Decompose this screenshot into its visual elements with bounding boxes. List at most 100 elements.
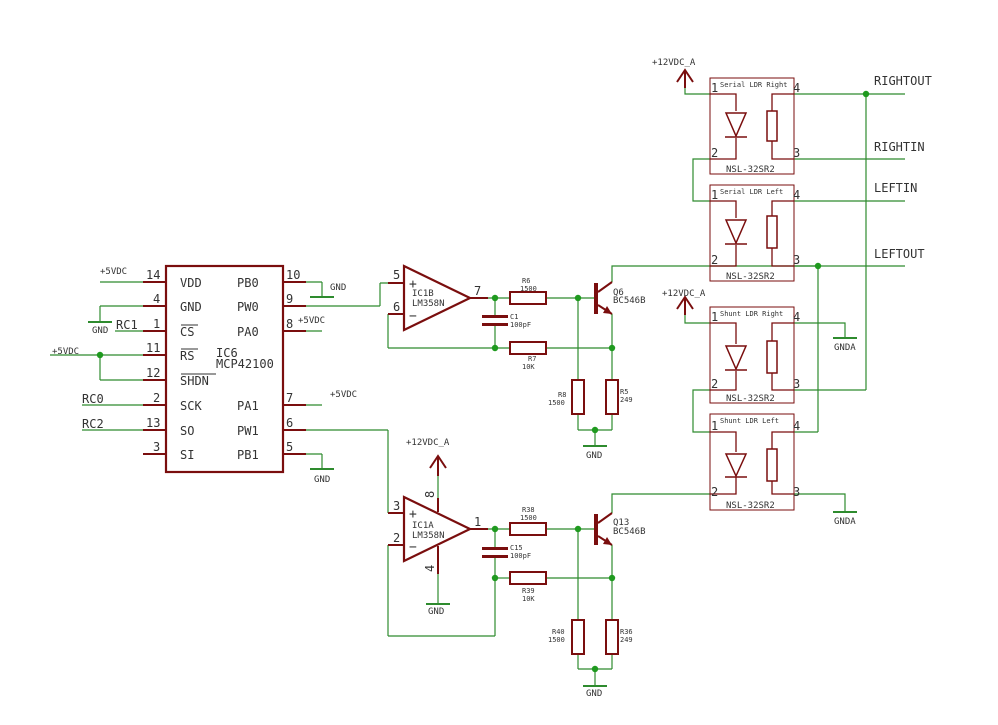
r5-ref: R5 xyxy=(620,388,628,396)
ic6-net-labels: +5VDC GND RC1 +5VDC RC0 RC2 GND +5VDC +5… xyxy=(52,267,357,485)
ic6-mcp42100: 14 4 1 11 12 2 13 3 VDD GND CS RS SHDN S… xyxy=(143,264,306,474)
c1-ref: C1 xyxy=(510,313,518,321)
ic6-pin-num: 14 xyxy=(146,268,160,282)
net-label: +12VDC_A xyxy=(662,289,706,299)
svg-text:1: 1 xyxy=(711,81,718,95)
ldr-module-serial-right: Serial LDR Right NSL-32SR2 xyxy=(709,77,795,175)
net-label-leftin: LEFTIN xyxy=(874,181,917,195)
svg-text:+: + xyxy=(409,277,417,292)
ic6-pin-name: PW0 xyxy=(237,300,259,314)
net-label: RC1 xyxy=(116,318,138,332)
q6-part: BC546B xyxy=(613,296,646,306)
svg-text:1: 1 xyxy=(711,310,718,324)
net-label: GND xyxy=(428,607,444,617)
ldr-part: NSL-32SR2 xyxy=(726,501,775,511)
pin-num: 3 xyxy=(393,499,400,513)
ldr-pin-numbers: 1 4 2 3 1 4 2 3 1 4 2 3 1 4 2 3 xyxy=(711,81,800,499)
output-net-labels: RIGHTOUT RIGHTIN LEFTIN LEFTOUT xyxy=(874,74,932,261)
pin-num: 8 xyxy=(423,491,437,498)
ic6-pin-num: 13 xyxy=(146,416,160,430)
net-label-rightin: RIGHTIN xyxy=(874,140,925,154)
net-label: GND xyxy=(330,283,346,293)
ic6-part: MCP42100 xyxy=(216,357,274,371)
r7-ref: R7 xyxy=(528,355,536,363)
ic6-pin-name: SI xyxy=(180,448,194,462)
r7-value: 10K xyxy=(522,363,535,371)
ic6-ref: IC6 xyxy=(216,346,238,360)
svg-text:2: 2 xyxy=(711,377,718,391)
ldr-power-symbols: +12VDC_A +12VDC_A GNDA GNDA xyxy=(652,58,856,527)
svg-text:2: 2 xyxy=(711,146,718,160)
ic1a-part: LM358N xyxy=(412,531,445,541)
r40-value: 1500 xyxy=(548,636,565,644)
pin-num: 5 xyxy=(393,268,400,282)
r38-ref: R38 xyxy=(522,506,535,514)
pin-num: 7 xyxy=(474,284,481,298)
q6-ref: Q6 xyxy=(613,288,624,298)
net-label: +5VDC xyxy=(330,390,357,400)
ic6-pin-num: 2 xyxy=(153,391,160,405)
r6-ref: R6 xyxy=(522,277,530,285)
wires xyxy=(50,70,905,687)
pin-num: 2 xyxy=(393,531,400,545)
ic6-pin-num: 6 xyxy=(286,416,293,430)
svg-text:+: + xyxy=(409,507,417,522)
r39-ref: R39 xyxy=(522,587,535,595)
net-label: GND xyxy=(314,475,330,485)
net-label: +5VDC xyxy=(52,347,79,357)
net-label: GNDA xyxy=(834,343,856,353)
net-label: GND xyxy=(586,689,602,699)
r5-value: 249 xyxy=(620,396,633,404)
net-label: +5VDC xyxy=(298,316,325,326)
ic6-pin-name: SCK xyxy=(180,399,202,413)
bottom-stage: R38 1500 C15 100pF R39 10K R40 1500 R36 … xyxy=(482,506,646,699)
ldr-title: Serial LDR Right xyxy=(720,81,787,89)
svg-text:4: 4 xyxy=(793,419,800,433)
ic1a-ref: IC1A xyxy=(412,521,434,531)
r8-ref: R8 xyxy=(558,391,566,399)
ldr-title: Shunt LDR Right xyxy=(720,310,783,318)
r38-value: 1500 xyxy=(520,514,537,522)
svg-text:2: 2 xyxy=(711,253,718,267)
opamp-ic1b: + − 5 6 7 IC1B LM358N xyxy=(388,264,488,332)
ic6-pin-num: 1 xyxy=(153,317,160,331)
ldr-module-serial-left: Serial LDR Left NSL-32SR2 xyxy=(709,184,795,282)
ic6-pin-name: PW1 xyxy=(237,424,259,438)
pin-num: 6 xyxy=(393,300,400,314)
pin-num: 4 xyxy=(423,565,437,572)
svg-text:1: 1 xyxy=(711,188,718,202)
ic6-pin-num: 7 xyxy=(286,391,293,405)
ic6-pin-name: SHDN xyxy=(180,374,209,388)
net-label: GND xyxy=(92,326,108,336)
opamp-ic1a: + − 3 2 1 8 4 IC1A LM358N +12VDC_A GND xyxy=(388,438,488,617)
r40-ref: R40 xyxy=(552,628,565,636)
q13-part: BC546B xyxy=(613,527,646,537)
c15-ref: C15 xyxy=(510,544,523,552)
ic6-pin-name: CS xyxy=(180,325,194,339)
net-label: GND xyxy=(586,451,602,461)
ic6-pin-name: RS xyxy=(180,349,194,363)
svg-text:3: 3 xyxy=(793,485,800,499)
ic6-pin-name: GND xyxy=(180,300,202,314)
net-label: RC2 xyxy=(82,417,104,431)
ic6-pin-num: 5 xyxy=(286,440,293,454)
net-label: RC0 xyxy=(82,392,104,406)
ldr-part: NSL-32SR2 xyxy=(726,394,775,404)
r8-value: 1500 xyxy=(548,399,565,407)
svg-text:3: 3 xyxy=(793,253,800,267)
ic6-pin-name: VDD xyxy=(180,276,202,290)
ic6-pin-name: PA1 xyxy=(237,399,259,413)
svg-text:4: 4 xyxy=(793,310,800,324)
ldr-part: NSL-32SR2 xyxy=(726,272,775,282)
ic1b-ref: IC1B xyxy=(412,289,434,299)
ic1b-part: LM358N xyxy=(412,299,445,309)
r39-value: 10K xyxy=(522,595,535,603)
top-stage: R6 1500 C1 100pF R7 10K R8 1500 R5 249 Q… xyxy=(482,277,646,461)
junction-dots xyxy=(96,90,870,673)
net-label: +5VDC xyxy=(100,267,127,277)
ic6-pin-num: 9 xyxy=(286,292,293,306)
ldr-part: NSL-32SR2 xyxy=(726,165,775,175)
ic6-pin-num: 10 xyxy=(286,268,300,282)
ic6-pin-num: 11 xyxy=(146,341,160,355)
